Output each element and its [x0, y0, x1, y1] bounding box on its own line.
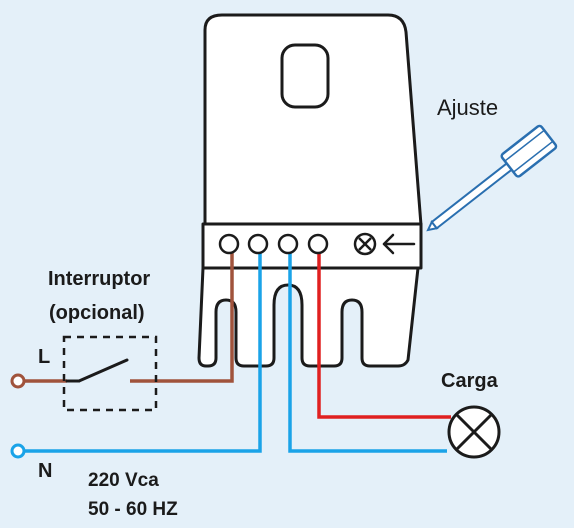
neutral-wire-1 [24, 248, 262, 453]
switch-label-line2: (opcional) [49, 302, 145, 324]
terminal-screw [277, 233, 299, 255]
screwdriver-icon [426, 124, 558, 232]
lamp-icon [447, 405, 501, 459]
neutral-label: N [38, 460, 53, 482]
adjust-label: Ajuste [437, 95, 499, 120]
adjust-arrow-icon [382, 233, 416, 255]
terminal-block [197, 222, 423, 368]
switch-label-line1: Interruptor [48, 268, 151, 290]
device-body [203, 13, 423, 227]
device-window [280, 43, 330, 109]
terminal-screws [218, 233, 329, 255]
neutral-wire-2 [288, 248, 447, 453]
switch-box [62, 335, 158, 412]
terminal-screw [218, 233, 240, 255]
terminal-screw [307, 233, 329, 255]
line-label: L [38, 346, 51, 368]
switch-icon [65, 358, 129, 383]
frequency-label: 50 - 60 HZ [88, 499, 178, 520]
load-wire [317, 248, 451, 419]
adjust-screw-icon [353, 232, 377, 256]
voltage-label: 220 Vca [88, 470, 159, 491]
load-label: Carga [441, 370, 498, 392]
line-wire [24, 248, 234, 383]
neutral-terminal-dot [10, 443, 26, 459]
line-terminal-dot [10, 373, 26, 389]
terminal-screw [247, 233, 269, 255]
